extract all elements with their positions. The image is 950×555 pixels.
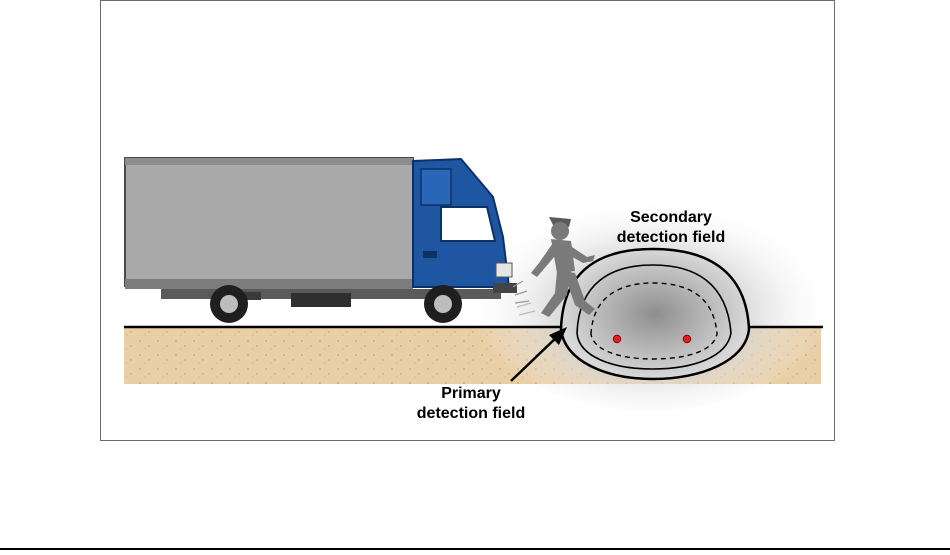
primary-label-line2: detection field (401, 404, 541, 424)
primary-field-label: Primary detection field (401, 384, 541, 424)
sensor-dot-icon (613, 335, 621, 343)
secondary-field-label: Secondary detection field (606, 208, 736, 248)
secondary-label-line2: detection field (606, 228, 736, 248)
figure-frame: Secondary detection field Primary detect… (100, 0, 835, 441)
bottom-rule (0, 548, 950, 550)
sensor-dot-icon (683, 335, 691, 343)
primary-label-line1: Primary (401, 384, 541, 404)
truck-icon (125, 158, 529, 323)
secondary-label-line1: Secondary (606, 208, 736, 228)
